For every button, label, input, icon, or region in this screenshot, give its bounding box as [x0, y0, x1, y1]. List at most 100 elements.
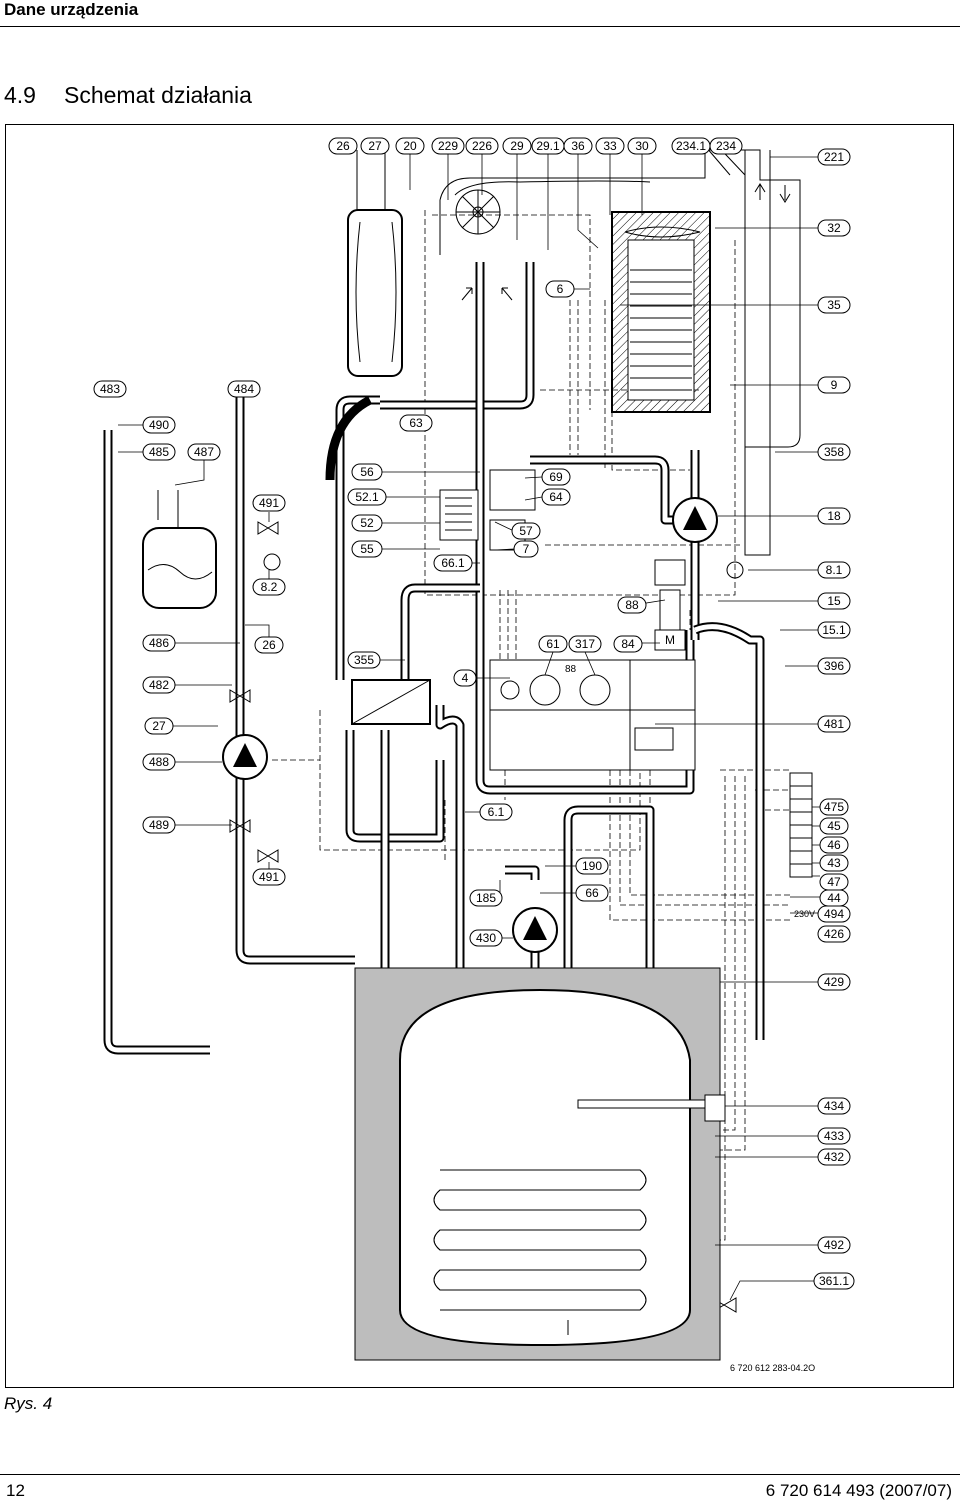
heating-pump — [672, 497, 718, 543]
svg-text:396: 396 — [824, 659, 844, 673]
svg-text:33: 33 — [603, 139, 617, 153]
fan — [454, 180, 651, 235]
callout-88: 88 — [617, 596, 647, 614]
callout-490: 490 — [142, 416, 176, 434]
callout-46: 46 — [819, 836, 849, 854]
svg-text:45: 45 — [827, 819, 841, 833]
callout-489: 489 — [142, 816, 176, 834]
callout-63: 63 — [399, 414, 433, 432]
callout-485: 485 — [142, 443, 176, 461]
callout-43: 43 — [819, 854, 849, 872]
svg-text:430: 430 — [476, 931, 496, 945]
callout-317: 317 — [568, 635, 602, 653]
callout-221: 221 — [817, 148, 851, 166]
callout-33: 33 — [595, 137, 625, 155]
callout-29-1: 29.1 — [531, 137, 565, 155]
svg-text:44: 44 — [827, 891, 841, 905]
callout-491-top: 491 — [252, 494, 286, 512]
expansion-vessel — [347, 150, 403, 377]
sensors — [789, 772, 813, 878]
svg-text:185: 185 — [476, 891, 496, 905]
svg-text:358: 358 — [824, 445, 844, 459]
svg-text:491: 491 — [259, 496, 279, 510]
svg-text:487: 487 — [194, 445, 214, 459]
callout-4: 4 — [453, 669, 477, 687]
callout-226: 226 — [465, 137, 499, 155]
callout-57: 57 — [511, 522, 541, 540]
svg-text:43: 43 — [827, 856, 841, 870]
svg-text:46: 46 — [827, 838, 841, 852]
callout-358: 358 — [817, 443, 851, 461]
svg-text:6.1: 6.1 — [488, 805, 505, 819]
svg-text:52: 52 — [360, 516, 374, 530]
callout-234: 234 — [709, 137, 743, 155]
callout-361-1: 361.1 — [813, 1272, 855, 1290]
motor-label: M — [665, 633, 675, 647]
callout-6-1: 6.1 — [479, 803, 513, 821]
callout-32: 32 — [817, 219, 851, 237]
svg-text:485: 485 — [149, 445, 169, 459]
callout-434: 434 — [817, 1097, 851, 1115]
svg-text:56: 56 — [360, 465, 374, 479]
svg-text:6: 6 — [557, 282, 564, 296]
svg-text:57: 57 — [519, 524, 533, 538]
svg-text:8.1: 8.1 — [826, 563, 843, 577]
svg-text:482: 482 — [149, 678, 169, 692]
callout-45: 45 — [819, 817, 849, 835]
callout-35: 35 — [817, 296, 851, 314]
callout-26-left: 26 — [254, 636, 284, 654]
svg-text:26: 26 — [262, 638, 276, 652]
svg-text:432: 432 — [824, 1150, 844, 1164]
dhw-expansion-vessel — [142, 490, 217, 609]
svg-text:66.1: 66.1 — [441, 556, 465, 570]
callout-26-top: 26 — [328, 137, 358, 155]
svg-text:481: 481 — [824, 717, 844, 731]
callout-29: 29 — [502, 137, 532, 155]
svg-text:491: 491 — [259, 870, 279, 884]
circulation-pump — [512, 907, 558, 953]
svg-text:32: 32 — [827, 221, 841, 235]
callout-27-left: 27 — [144, 717, 174, 735]
callout-429: 429 — [817, 973, 851, 991]
section-name: Schemat działania — [64, 82, 252, 108]
svg-text:234: 234 — [716, 139, 736, 153]
footer-rule — [0, 1474, 960, 1475]
callout-56: 56 — [351, 463, 383, 481]
leader-lines — [118, 151, 820, 1301]
drawing-number: 6 720 612 283-04.2O — [730, 1363, 815, 1373]
callout-52: 52 — [351, 514, 383, 532]
voltage-label: 230V — [794, 909, 815, 919]
svg-text:64: 64 — [549, 490, 563, 504]
callout-190: 190 — [575, 857, 609, 875]
svg-text:15.1: 15.1 — [822, 623, 846, 637]
svg-text:433: 433 — [824, 1129, 844, 1143]
figure-caption: Rys. 4 — [4, 1394, 53, 1413]
callout-185: 185 — [469, 889, 503, 907]
svg-text:66: 66 — [585, 886, 599, 900]
callout-491-bottom: 491 — [252, 868, 286, 886]
figure-frame — [5, 124, 954, 1388]
callout-229: 229 — [431, 137, 465, 155]
svg-text:317: 317 — [575, 637, 595, 651]
svg-text:27: 27 — [152, 719, 166, 733]
control-panel: 88 — [489, 659, 696, 771]
page-number: 12 — [6, 1481, 25, 1500]
svg-text:4: 4 — [462, 671, 469, 685]
callout-494: 494 — [817, 905, 851, 923]
callout-30: 30 — [627, 137, 657, 155]
callout-84: 84 — [613, 635, 643, 653]
callout-18: 18 — [817, 507, 851, 525]
svg-text:489: 489 — [149, 818, 169, 832]
section-number: 4.9 — [4, 82, 36, 108]
svg-text:8.2: 8.2 — [261, 580, 278, 594]
display-digits: 88 — [565, 664, 577, 675]
callout-20: 20 — [395, 137, 425, 155]
svg-text:355: 355 — [354, 653, 374, 667]
page-header: Dane urządzenia — [4, 0, 139, 19]
svg-text:20: 20 — [403, 139, 417, 153]
callout-482: 482 — [142, 676, 176, 694]
callout-15: 15 — [817, 592, 851, 610]
svg-text:494: 494 — [824, 907, 844, 921]
svg-text:221: 221 — [824, 150, 844, 164]
